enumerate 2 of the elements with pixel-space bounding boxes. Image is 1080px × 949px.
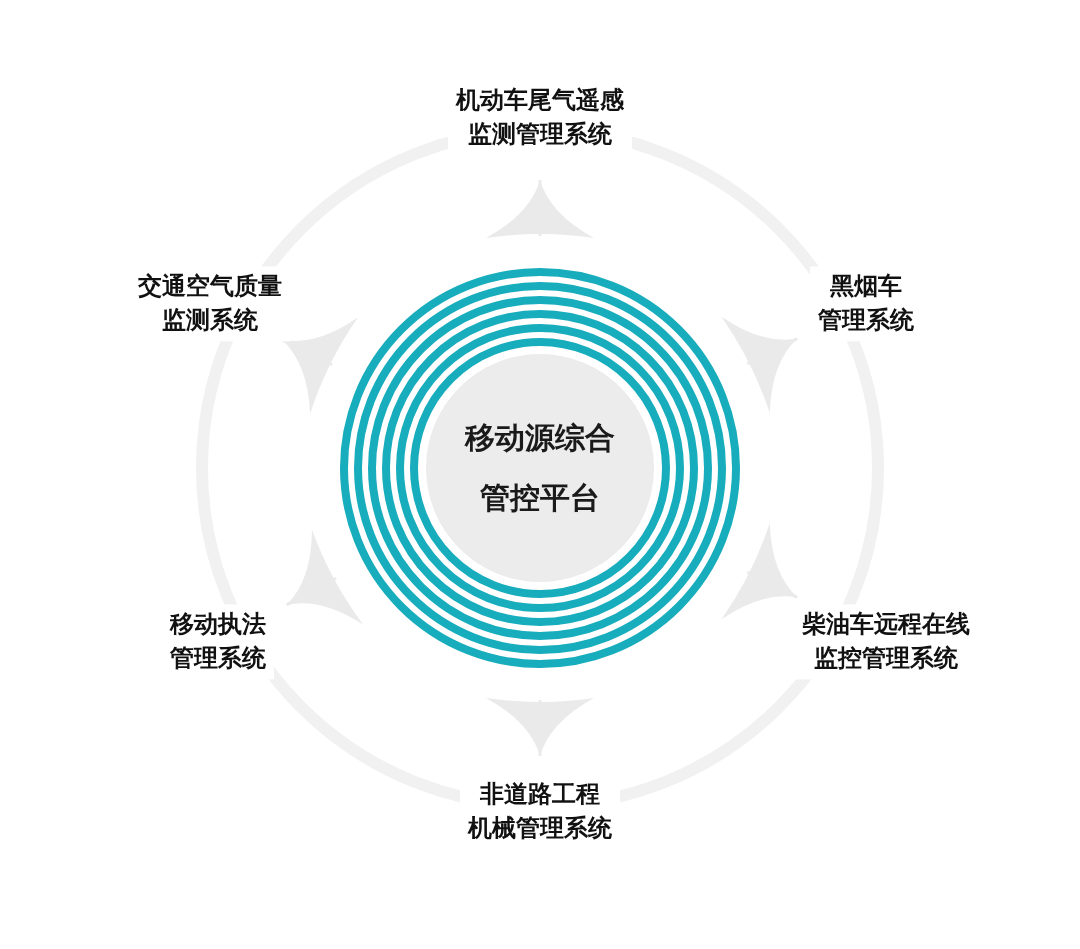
hub-circle xyxy=(338,266,742,670)
hub-label: 移动源综合管控平台 xyxy=(465,419,615,517)
